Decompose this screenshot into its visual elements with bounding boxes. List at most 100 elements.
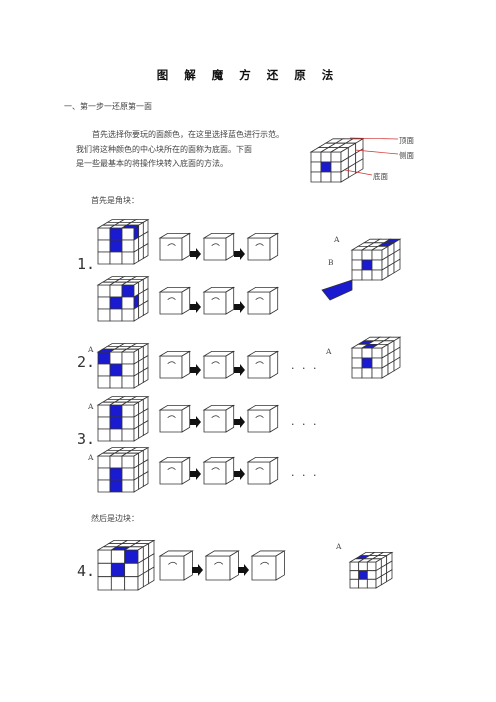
step1a-c2-side xyxy=(225,232,235,261)
step3a-cube-sticker xyxy=(121,416,135,430)
step2-cube-sticker xyxy=(97,351,111,365)
arrow-icon xyxy=(190,301,201,313)
label-top-face: 顶面 xyxy=(399,136,414,145)
arrow-icon xyxy=(238,564,249,576)
step3b-c3-front xyxy=(247,461,271,485)
arrow-icon xyxy=(234,301,245,313)
step4-unfolded-sticker xyxy=(366,570,377,580)
label-bottom-face: 底面 xyxy=(373,172,388,181)
reference-cube-sticker xyxy=(320,171,332,183)
step2-cube-sticker xyxy=(109,363,123,377)
step4-unfolded-sticker xyxy=(366,561,377,572)
step4-c1-side xyxy=(183,550,193,581)
step2-cube-sticker xyxy=(97,375,111,389)
marker-a-1: A xyxy=(334,235,340,244)
step4-c3-rotation-icon xyxy=(260,561,270,565)
reference-cube-sticker xyxy=(320,151,332,163)
step1a-cube-sticker xyxy=(97,239,111,253)
step1a-cube-sticker xyxy=(109,239,123,253)
arrow-icon xyxy=(234,248,245,260)
step1-unfolded-sticker xyxy=(351,249,363,261)
ellipsis-2: · · · xyxy=(291,362,319,375)
step2-c2-side xyxy=(225,350,235,379)
step2-cube-side-sticker xyxy=(142,366,149,384)
step3a-c1-rotation-icon xyxy=(167,415,176,419)
step4-unfolded-sticker xyxy=(349,561,360,572)
step2-c2-rotation-icon xyxy=(211,361,220,365)
step1a-c3-rotation-icon xyxy=(255,243,264,247)
step1-unfolded-sticker xyxy=(361,249,373,261)
step2-unfolded-sticker xyxy=(351,347,363,359)
leader-side xyxy=(354,149,399,155)
step1-unfolded-side-sticker xyxy=(393,258,401,274)
marker-b-1: B xyxy=(328,258,334,267)
step3a-cube-sticker xyxy=(109,428,123,442)
arrow-icon xyxy=(190,468,201,480)
step3a-cube-sticker xyxy=(97,416,111,430)
document-title: 图 解 魔 方 还 原 法 xyxy=(156,68,340,82)
section-heading: 一、第一步一还原第一面 xyxy=(64,102,152,111)
step4-unfolded-side-sticker xyxy=(386,569,393,583)
step1b-c1-rotation-icon xyxy=(167,297,176,301)
step2-cube-sticker xyxy=(121,351,135,365)
step4-cube-sticker xyxy=(110,576,126,591)
step4-cube-sticker xyxy=(110,549,126,564)
step1b-cube-sticker xyxy=(97,284,111,298)
step4-unfolded-sticker xyxy=(358,570,368,580)
step2-c3-front xyxy=(247,355,271,379)
step3b-cube-sticker xyxy=(97,455,111,469)
label-side-face: 侧面 xyxy=(399,151,414,160)
step1b-cube-side-sticker xyxy=(138,302,144,319)
step3b-c3-rotation-icon xyxy=(255,467,264,471)
step3b-cube-sticker xyxy=(109,479,123,493)
step4-cube-sticker xyxy=(124,576,139,591)
step1b-c2-front xyxy=(203,291,227,315)
step3a-cube-side-sticker xyxy=(133,425,140,442)
marker-a-4: A xyxy=(336,542,342,551)
arrow-icon xyxy=(190,416,201,428)
step4-cube-side-sticker xyxy=(137,572,144,591)
step2-c3-rotation-icon xyxy=(255,361,264,365)
step-number-2: 2. xyxy=(77,353,96,371)
step3b-c2-front xyxy=(203,461,227,485)
arrow-icon xyxy=(234,416,245,428)
step1a-cube-side-sticker xyxy=(142,242,149,260)
step3a-c1-front xyxy=(159,409,183,433)
reference-cube-sticker xyxy=(320,161,332,173)
step4-c2-front xyxy=(205,555,231,581)
step2-cube-sticker xyxy=(97,363,111,377)
step3b-cube-sticker xyxy=(97,467,111,481)
reference-cube-sticker xyxy=(330,171,342,183)
step-number-4: 4. xyxy=(77,562,96,580)
step3b-cube-sticker xyxy=(109,455,123,469)
step4-cube-sticker xyxy=(97,549,112,564)
step1b-cube-sticker xyxy=(109,296,123,310)
step2-unfolded-sticker xyxy=(361,347,373,359)
step1-unfolded-sticker xyxy=(371,259,383,271)
step3b-cube-sticker xyxy=(109,467,123,481)
reference-cube-sticker xyxy=(330,151,342,163)
step1a-cube-sticker xyxy=(109,251,123,265)
step2-unfolded-sticker xyxy=(361,367,373,379)
step3a-c2-rotation-icon xyxy=(211,415,220,419)
step4-c1-rotation-icon xyxy=(168,561,178,565)
step1a-c3-front xyxy=(247,237,271,261)
step1b-c1-side xyxy=(181,286,191,315)
step2-c1-rotation-icon xyxy=(167,361,176,365)
step2-cube-sticker xyxy=(109,375,123,389)
step3b-c3-side xyxy=(269,456,279,485)
step1a-c1-front xyxy=(159,237,183,261)
marker-a-3b: A xyxy=(88,453,94,462)
step4-c2-rotation-icon xyxy=(214,561,224,565)
step1b-cube-sticker xyxy=(121,308,135,322)
step4-cube-side-sticker xyxy=(148,566,155,585)
step3a-c1-side xyxy=(181,404,191,433)
arrow-icon xyxy=(190,248,201,260)
ellipsis-3b: · · · xyxy=(291,469,319,482)
step3b-cube-side-sticker xyxy=(138,473,144,490)
step2-unfolded-sticker xyxy=(371,357,383,369)
step2-cube-sticker xyxy=(109,351,123,365)
step2-cube-sticker xyxy=(121,375,135,389)
step4-unfolded-sticker xyxy=(349,578,360,589)
step4-c1-front xyxy=(159,555,185,581)
